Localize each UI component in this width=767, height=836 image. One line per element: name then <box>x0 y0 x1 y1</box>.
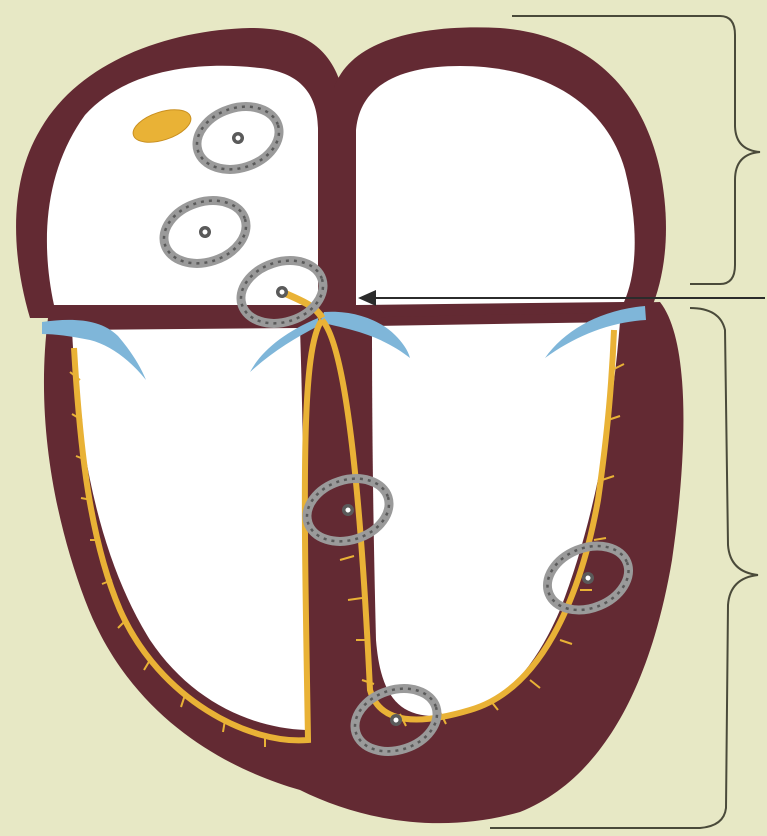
right-ventricle-chamber <box>72 328 306 730</box>
heart <box>16 27 683 823</box>
